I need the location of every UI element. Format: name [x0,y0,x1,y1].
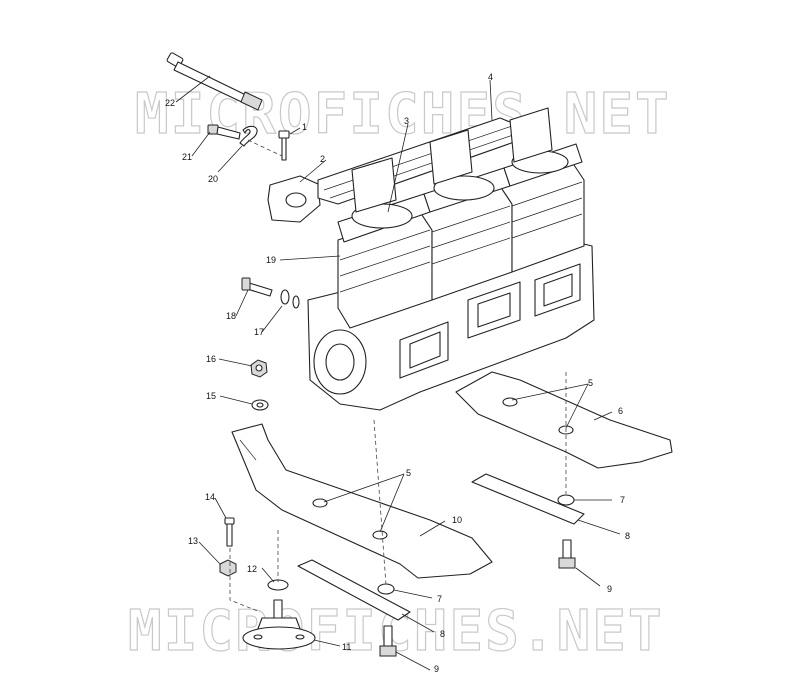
callout-22: 22 [165,98,175,108]
callout-16: 16 [206,354,216,364]
part-11-rubber-mount [242,599,316,650]
callout-12: 12 [247,564,257,574]
part-14-bolt [224,517,235,547]
part-13-nut [219,559,237,577]
align-line-left [229,548,261,613]
align-line-top [247,139,283,157]
callout-8-left: 8 [440,629,445,639]
callout-15: 15 [206,391,216,401]
engine-block [307,107,595,411]
part-21-fitting [207,124,241,140]
part-18-stud [241,277,273,297]
callout-7-left: 7 [437,594,442,604]
part-20-clamp [239,125,258,147]
callout-6: 6 [618,406,623,416]
part-17-washers [280,289,300,309]
part-8-left-strap [297,559,411,621]
part-2-bracket [267,175,321,223]
part-10-left-mount [231,423,493,579]
callout-19: 19 [266,255,276,265]
callout-11: 11 [342,642,351,652]
callout-17: 17 [254,327,264,337]
callout-8-right: 8 [625,531,630,541]
callout-1: 1 [302,122,307,132]
leader-lines [175,75,621,671]
callout-9-right: 9 [607,584,612,594]
part-7-left-washer [377,583,395,595]
callout-20: 20 [208,174,218,184]
callout-7-right: 7 [620,495,625,505]
part-1-bolt [278,130,290,161]
callout-13: 13 [188,536,198,546]
callout-4: 4 [488,72,493,82]
callout-21: 21 [182,152,192,162]
callout-3: 3 [404,116,409,126]
callout-9-left: 9 [434,664,439,674]
part-22-rod [166,52,263,111]
part-9-right-bolt [558,539,576,569]
callout-2: 2 [320,154,325,164]
part-7-right-washer [557,494,575,506]
part-6-right-mount [455,371,673,469]
callout-5-left: 5 [406,468,411,478]
callout-18: 18 [226,311,236,321]
watermark-top: MICROFICHES.NET [135,82,671,147]
callout-10: 10 [452,515,462,525]
part-8-right-strap [471,473,585,525]
callouts: 1 2 3 4 5 5 6 7 7 8 8 9 9 10 11 12 13 14… [165,72,630,674]
callout-5-right: 5 [588,378,593,388]
part-15-washer [251,399,269,411]
part-9-left-bolt [379,625,397,657]
callout-14: 14 [205,492,215,502]
part-16-nut [250,359,268,378]
